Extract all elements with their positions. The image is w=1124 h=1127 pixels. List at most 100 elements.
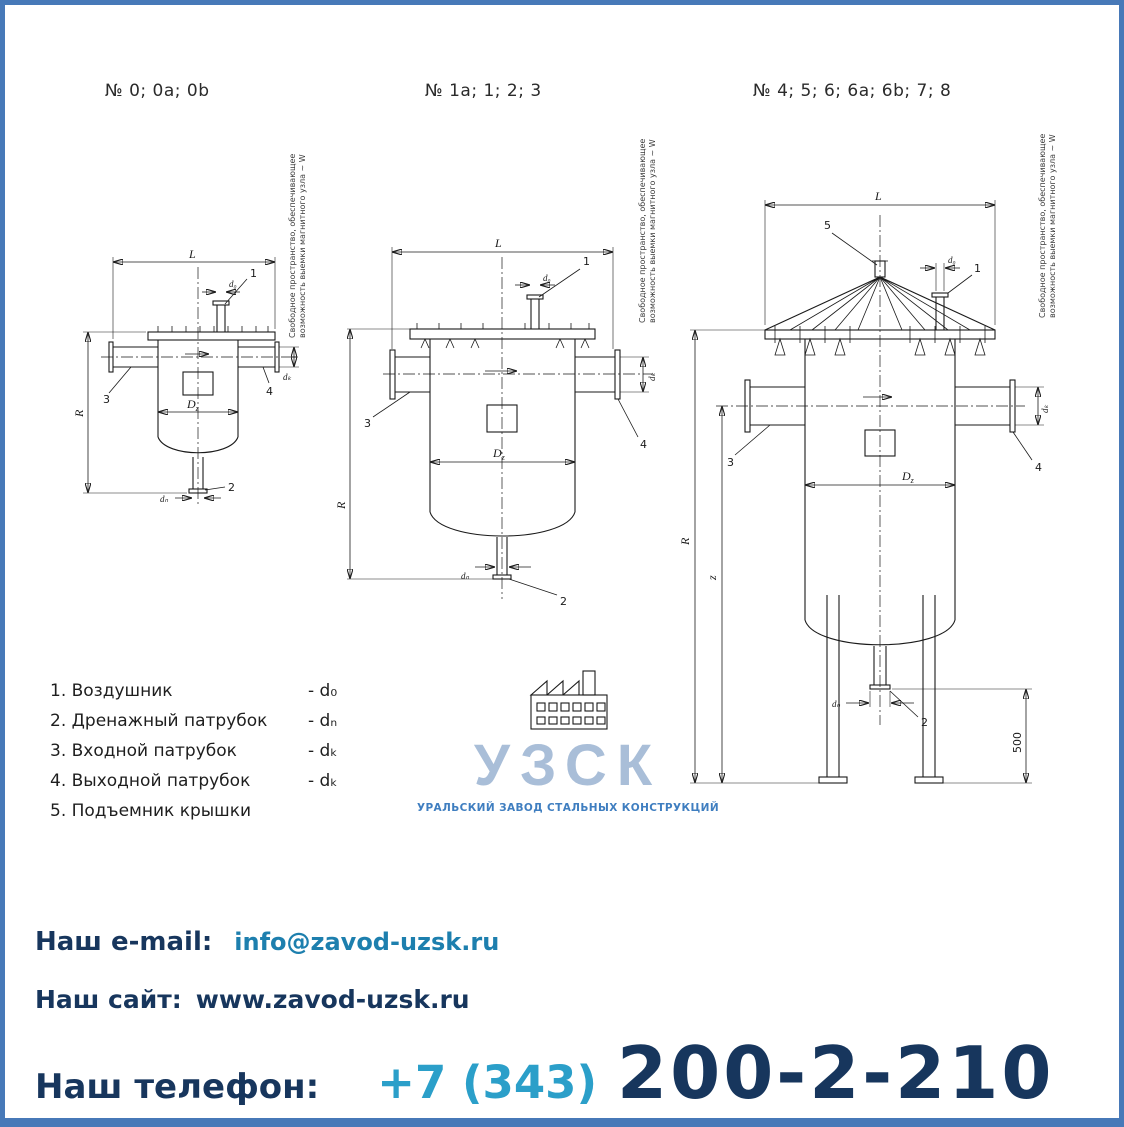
outlet-nozzle: dₖ 4 [238,341,299,398]
site-label: Наш сайт: [35,985,182,1014]
top-flange-plate [147,326,276,341]
watermark-brand: УЗСК [473,733,663,798]
email-label: Наш e-mail: [35,927,213,957]
drawing3-title: № 4; 5; 6; 6a; 6b; 7; 8 [753,81,952,101]
legend-item-text: 4. Выходной патрубок [50,771,251,791]
legend: 1. Воздушник - d₀ 2. Дренажный патрубок … [50,681,362,831]
callout-2: 2 [921,716,928,729]
dim-z-label: z [705,575,719,581]
callout-4: 4 [640,438,647,451]
legend-item-dim: - dₙ [308,711,338,731]
dim-R: R [72,331,187,494]
outlet-nozzle: dₖ 4 [955,379,1050,474]
callout-5: 5 [824,219,831,232]
callout-2: 2 [228,481,235,494]
dim-500: 500 [892,688,1032,784]
dim-d0-label: d₀ [948,255,956,265]
inlet-nozzle: 3 [364,349,430,430]
phone-label: Наш телефон: [35,1067,320,1107]
dim-Dz: Dz [430,446,575,462]
legend-item-dim: - dₖ [308,771,338,791]
callout-1: 1 [974,262,981,275]
callout-4: 4 [1035,461,1042,474]
dim-R-label: R [72,409,86,418]
legend-item: 5. Подъемник крышки [50,801,362,821]
dim-dk-label: dₖ [1040,405,1050,414]
callout-2: 2 [560,595,567,608]
legend-item-dim: - d₀ [308,681,338,701]
watermark-subtitle: УРАЛЬСКИЙ ЗАВОД СТАЛЬНЫХ КОНСТРУКЦИЙ [416,802,720,814]
dim-500-label: 500 [1011,732,1024,753]
drawing1-title: № 0; 0a; 0b [105,81,210,101]
top-flange-plate [409,323,596,349]
factory-icon [529,670,608,730]
air-vent-nozzle: d₀ 1 [920,255,981,330]
legend-item-text: 1. Воздушник [50,681,173,701]
dim-d0-label: d₀ [229,279,237,289]
outlet-nozzle: dₖ 4 [575,349,657,451]
callout-1: 1 [583,255,590,268]
dim-d0-label: d₀ [543,273,551,283]
legend-item: 1. Воздушник - d₀ [50,681,362,701]
dim-dk-label: dₖ [647,373,657,382]
legend-item-text: 3. Входной патрубок [50,741,237,761]
legend-item: 4. Выходной патрубок - dₖ [50,771,362,791]
legend-item-dim: - dₖ [308,741,338,761]
air-vent-nozzle: d₀ 1 [515,255,590,329]
drawing2-title: № 1a; 1; 2; 3 [425,81,542,101]
contact-email-row: Наш e-mail: info@zavod-uzsk.ru [35,927,499,957]
drawing-vessel-small: L d₀ 1 3 [72,247,301,507]
dim-R: R [680,329,819,784]
site-value: www.zavod-uzsk.ru [195,985,470,1014]
dim-R: R [335,328,493,580]
contact-site-row: Наш сайт: www.zavod-uzsk.ru [35,985,470,1014]
cover-lifter: 5 [824,219,888,278]
dim-L: L [391,236,614,349]
support-legs [818,595,944,784]
email-value: info@zavod-uzsk.ru [234,928,500,956]
conical-cover [764,276,996,356]
legend-item: 2. Дренажный патрубок - dₙ [50,711,362,731]
legend-item-text: 5. Подъемник крышки [50,801,252,821]
inlet-nozzle: 3 [727,379,805,469]
dim-L-label: L [494,236,502,250]
dim-L-label: L [874,189,882,203]
drawing-vessel-large: L 5 d₀ 1 [680,189,1050,784]
callout-4: 4 [266,385,273,398]
air-vent-nozzle: d₀ 1 [202,267,257,332]
centerlines [383,257,653,599]
legend-item-text: 2. Дренажный патрубок [50,711,268,731]
callout-3: 3 [364,417,371,430]
dim-L: L [764,189,996,325]
dim-dn-label: dₙ [461,571,470,581]
legend-item: 3. Входной патрубок - dₖ [50,741,362,761]
phone-prefix: +7 (343) [377,1056,598,1109]
dim-L-label: L [188,247,196,261]
dim-Dz-label: Dz [901,469,915,485]
dim-L: L [112,247,276,339]
centerlines [716,215,1025,725]
dim-dn-label: dₙ [160,494,169,504]
dim-Dz: Dz [805,469,955,485]
drain-nozzle: dₙ 2 [461,537,567,608]
dim-dk-label: dₖ [283,372,292,382]
drain-nozzle: dₙ 2 [160,457,235,504]
drain-nozzle: dₙ 2 [832,646,928,729]
dim-Dz-label: Dz [492,446,506,462]
callout-1: 1 [250,267,257,280]
watermark-logo: УЗСК УРАЛЬСКИЙ ЗАВОД СТАЛЬНЫХ КОНСТРУКЦИ… [403,667,733,814]
vessel-shell [429,339,576,537]
contact-phone-row: Наш телефон: +7 (343) 200-2-210 [35,1031,1054,1115]
drawing-vessel-medium: L d₀ 1 3 [335,236,657,608]
dim-R-label: R [335,501,348,510]
dim-Dz-label: Dz [186,397,200,413]
vessel-shell [804,339,956,646]
dim-z: z [705,406,722,783]
dim-R-label: R [680,537,692,546]
centerlines [101,267,301,507]
dim-dn-label: dₙ [832,699,841,709]
legend-item-dim [308,801,362,821]
vessel-shell [157,340,239,454]
callout-3: 3 [727,456,734,469]
